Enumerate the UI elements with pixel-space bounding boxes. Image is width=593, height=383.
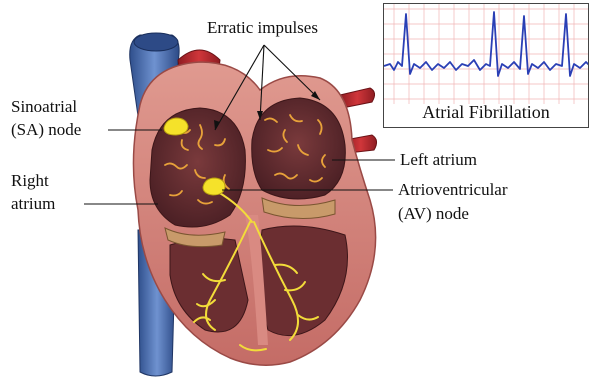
ecg-grid bbox=[384, 4, 589, 104]
label-sa-node-line1: Sinoatrial bbox=[11, 97, 77, 116]
vena-cava-opening bbox=[134, 33, 178, 51]
label-right-atrium-line1: Right bbox=[11, 171, 49, 190]
av-node bbox=[203, 178, 225, 195]
label-av-node-line1: Atrioventricular bbox=[398, 180, 508, 199]
ecg-title: Atrial Fibrillation bbox=[384, 102, 588, 123]
label-right-atrium-line2: atrium bbox=[11, 194, 55, 213]
label-sa-node-line2: (SA) node bbox=[11, 120, 81, 139]
ecg-waveform bbox=[384, 12, 589, 76]
label-erratic-impulses: Erratic impulses bbox=[207, 18, 318, 37]
label-left-atrium: Left atrium bbox=[400, 150, 477, 169]
ecg-inset: Atrial Fibrillation bbox=[383, 3, 589, 128]
label-av-node-line2: (AV) node bbox=[398, 204, 469, 223]
